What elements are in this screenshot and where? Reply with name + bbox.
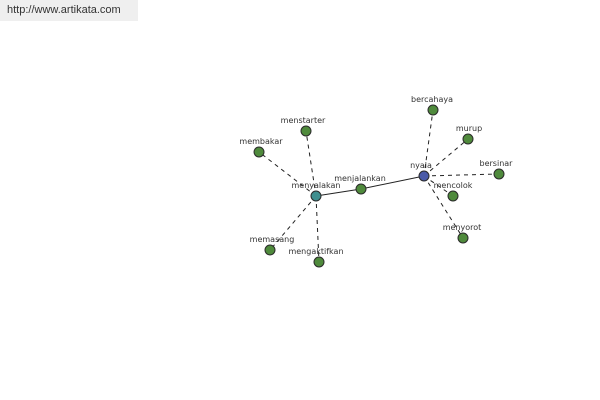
label-menstarter[interactable]: menstarter (281, 116, 326, 125)
nodes-layer (253, 104, 505, 268)
label-murup[interactable]: murup (456, 124, 482, 133)
label-memasang[interactable]: memasang (250, 235, 295, 244)
edge-menjalankan-nyala (360, 175, 425, 190)
node-menyorot[interactable] (457, 232, 469, 244)
edge-nyala-bercahaya (423, 109, 434, 177)
label-menyorot[interactable]: menyorot (443, 223, 482, 232)
edge-menyalakan-menstarter (305, 130, 317, 197)
node-murup[interactable] (462, 133, 474, 145)
edges-layer (258, 109, 500, 263)
label-bercahaya[interactable]: bercahaya (411, 95, 453, 104)
edge-menyalakan-mengaktifkan (315, 195, 320, 263)
edge-nyala-murup (423, 138, 469, 177)
label-menjalankan[interactable]: menjalankan (334, 174, 386, 183)
label-bersinar[interactable]: bersinar (480, 159, 514, 168)
label-nyala[interactable]: nyala (410, 161, 432, 170)
node-mencolok[interactable] (447, 190, 459, 202)
label-mencolok[interactable]: mencolok (434, 181, 473, 190)
edge-menyalakan-menjalankan (315, 188, 362, 197)
node-menjalankan[interactable] (355, 183, 367, 195)
node-membakar[interactable] (253, 146, 265, 158)
url-link[interactable]: http://www.artikata.com (7, 4, 121, 16)
node-nyala[interactable] (418, 170, 430, 182)
label-mengaktifkan[interactable]: mengaktifkan (288, 247, 343, 256)
node-menyalakan[interactable] (310, 190, 322, 202)
edge-nyala-bersinar (423, 173, 500, 177)
edge-nyala-mencolok (423, 175, 454, 197)
edge-menyalakan-memasang (269, 195, 317, 251)
node-mengaktifkan[interactable] (313, 256, 325, 268)
node-menstarter[interactable] (300, 125, 312, 137)
node-bersinar[interactable] (493, 168, 505, 180)
node-memasang[interactable] (264, 244, 276, 256)
label-membakar[interactable]: membakar (239, 137, 283, 146)
node-bercahaya[interactable] (427, 104, 439, 116)
label-menyalakan[interactable]: menyalakan (291, 181, 340, 190)
url-bar: http://www.artikata.com (0, 0, 138, 21)
